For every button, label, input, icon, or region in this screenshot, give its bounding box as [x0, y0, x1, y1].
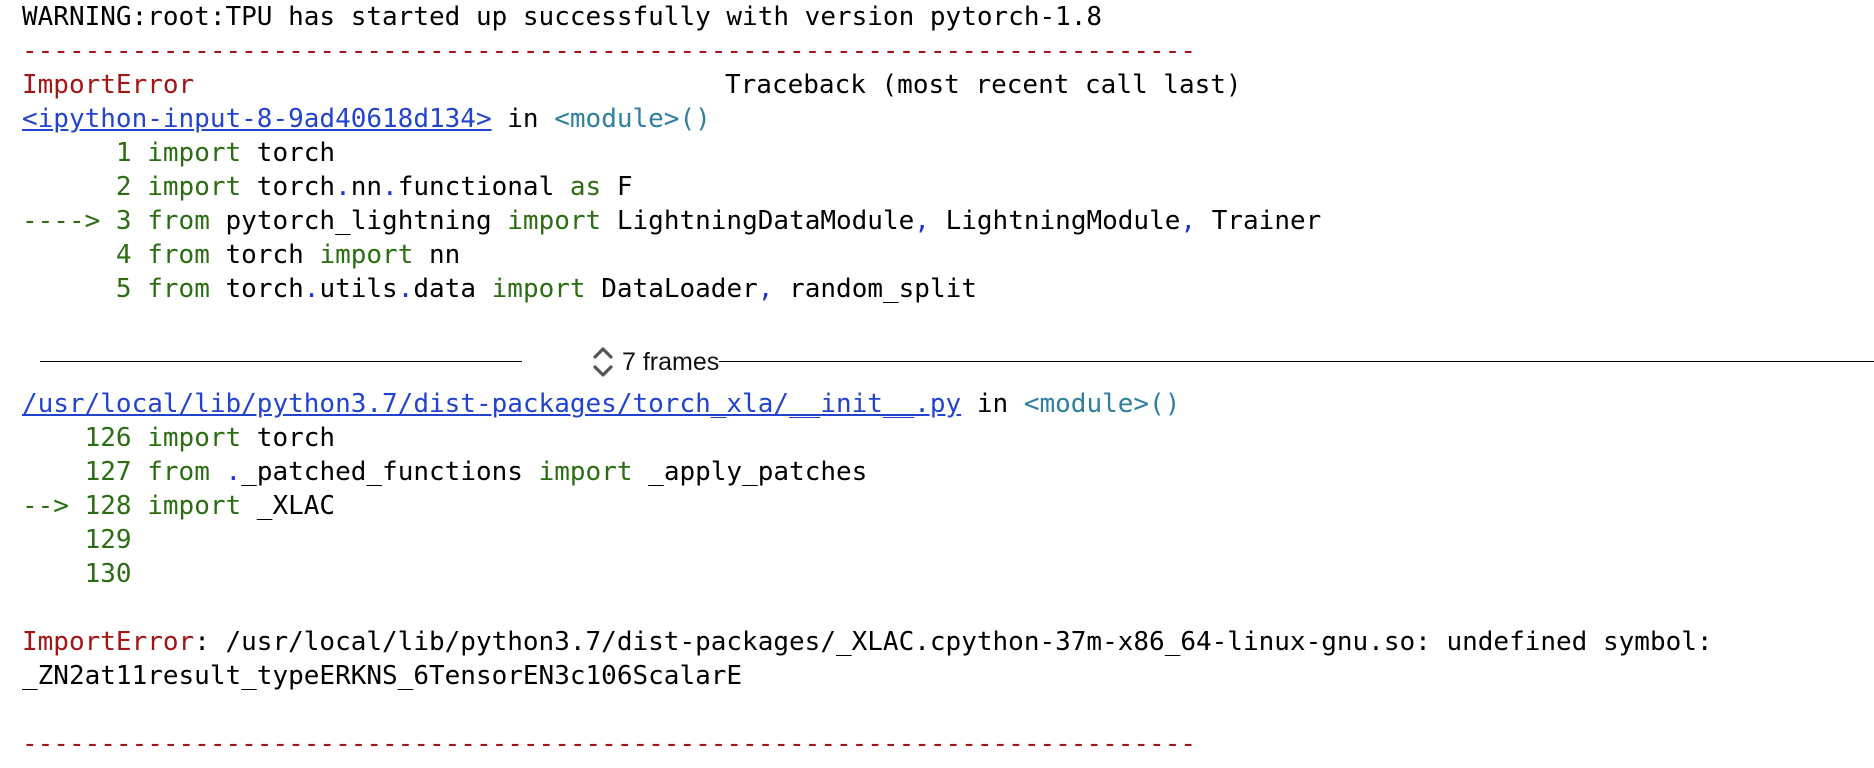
- frame2-function: <module>(): [1023, 389, 1181, 419]
- code-text: LightningModule: [929, 206, 1181, 236]
- frame2-location: /usr/local/lib/python3.7/dist-packages/t…: [22, 387, 1180, 421]
- traceback-header: ImportError Traceback (most recent call l…: [22, 68, 1242, 102]
- current-line-arrow: ----> 3: [22, 206, 148, 236]
- code-text: utils: [319, 274, 398, 304]
- code-text: LightningDataModule: [601, 206, 915, 236]
- separator-top: ----------------------------------------…: [22, 36, 1196, 66]
- frame2-code-line-130: 130: [22, 559, 148, 589]
- code-text: [210, 457, 226, 487]
- error-message: : /usr/local/lib/python3.7/dist-packages…: [194, 627, 1713, 657]
- operator: .: [225, 457, 242, 487]
- frame1-in: in: [491, 104, 555, 134]
- operator: ,: [914, 206, 930, 236]
- line-number: 126: [22, 423, 148, 453]
- frame2-code-line-126: 126 import torch: [22, 421, 335, 455]
- frame2-code-line-127: 127 from ._patched_functions import _app…: [22, 455, 868, 489]
- code-text: Trainer: [1196, 206, 1322, 236]
- frames-count-label: 7 frames: [622, 347, 720, 376]
- operator: ,: [757, 274, 774, 304]
- operator: .: [382, 172, 398, 202]
- code-text: data: [413, 274, 492, 304]
- unfold-chevrons-icon: [592, 343, 614, 381]
- frame1-code-line-4: 4 from torch import nn: [22, 238, 460, 272]
- keyword: import: [491, 274, 586, 304]
- frame1-code-line-3-current: ----> 3 from pytorch_lightning import Li…: [22, 204, 1321, 238]
- operator: ,: [1180, 206, 1197, 236]
- keyword: import: [538, 457, 633, 487]
- code-text: nn: [350, 172, 383, 202]
- keyword: import: [147, 172, 242, 202]
- code-text: _patched_functions: [241, 457, 539, 487]
- frame1-file-link[interactable]: <ipython-input-8-9ad40618d134>: [22, 104, 492, 134]
- code-text: functional: [397, 172, 570, 202]
- code-text: random_split: [773, 274, 977, 304]
- code-text: torch: [241, 172, 336, 202]
- keyword: import: [147, 138, 242, 168]
- keyword: import: [507, 206, 602, 236]
- frame2-in: in: [961, 389, 1024, 419]
- code-text: _XLAC: [241, 491, 336, 521]
- code-text: torch: [241, 138, 336, 168]
- keyword: from: [147, 274, 210, 304]
- operator: .: [397, 274, 414, 304]
- keyword: from: [147, 206, 210, 236]
- frames-divider-right: [719, 361, 1874, 362]
- code-text: torch: [209, 274, 304, 304]
- frames-divider-left: [40, 361, 522, 362]
- code-text: pytorch_lightning: [209, 206, 508, 236]
- operator: .: [303, 274, 320, 304]
- keyword: from: [147, 240, 210, 270]
- frame1-code-line-5: 5 from torch.utils.data import DataLoade…: [22, 272, 977, 306]
- keyword: import: [147, 423, 242, 453]
- code-text: DataLoader: [585, 274, 758, 304]
- frame1-function: <module>(): [554, 104, 711, 134]
- error-message-line-2: _ZN2at11result_typeERKNS_6TensorEN3c106S…: [22, 661, 743, 691]
- frame1-code-line-2: 2 import torch.nn.functional as F: [22, 170, 633, 204]
- operator: .: [335, 172, 351, 202]
- line-number: 4: [22, 240, 148, 270]
- traceback-title: Traceback (most recent call last): [725, 70, 1242, 100]
- tpu-warning-line: WARNING:root:TPU has started up successf…: [22, 2, 1103, 32]
- keyword: as: [569, 172, 602, 202]
- line-number: 127: [22, 457, 148, 487]
- code-text: nn: [413, 240, 461, 270]
- error-message-line-1: ImportError: /usr/local/lib/python3.7/di…: [22, 625, 1713, 659]
- code-text: torch: [209, 240, 320, 270]
- error-type: ImportError: [22, 70, 195, 100]
- keyword: from: [147, 457, 210, 487]
- keyword: import: [319, 240, 414, 270]
- frame2-code-line-128-current: --> 128 import _XLAC: [22, 489, 335, 523]
- keyword: import: [147, 491, 242, 521]
- current-line-arrow: --> 128: [22, 491, 148, 521]
- line-number: 1: [22, 138, 148, 168]
- collapsed-frames-bar: 7 frames: [40, 342, 1874, 382]
- line-number: 5: [22, 274, 148, 304]
- expand-frames-button[interactable]: 7 frames: [592, 342, 762, 382]
- frame1-code-line-1: 1 import torch: [22, 136, 335, 170]
- code-text: _apply_patches: [632, 457, 868, 487]
- line-number: 2: [22, 172, 148, 202]
- code-text: torch: [241, 423, 336, 453]
- frame2-code-line-129: 129: [22, 525, 148, 555]
- separator-bottom: ----------------------------------------…: [22, 729, 1196, 759]
- code-text: F: [601, 172, 633, 202]
- error-type: ImportError: [22, 627, 195, 657]
- frame1-location: <ipython-input-8-9ad40618d134> in <modul…: [22, 102, 711, 136]
- frame2-file-link[interactable]: /usr/local/lib/python3.7/dist-packages/t…: [22, 389, 962, 419]
